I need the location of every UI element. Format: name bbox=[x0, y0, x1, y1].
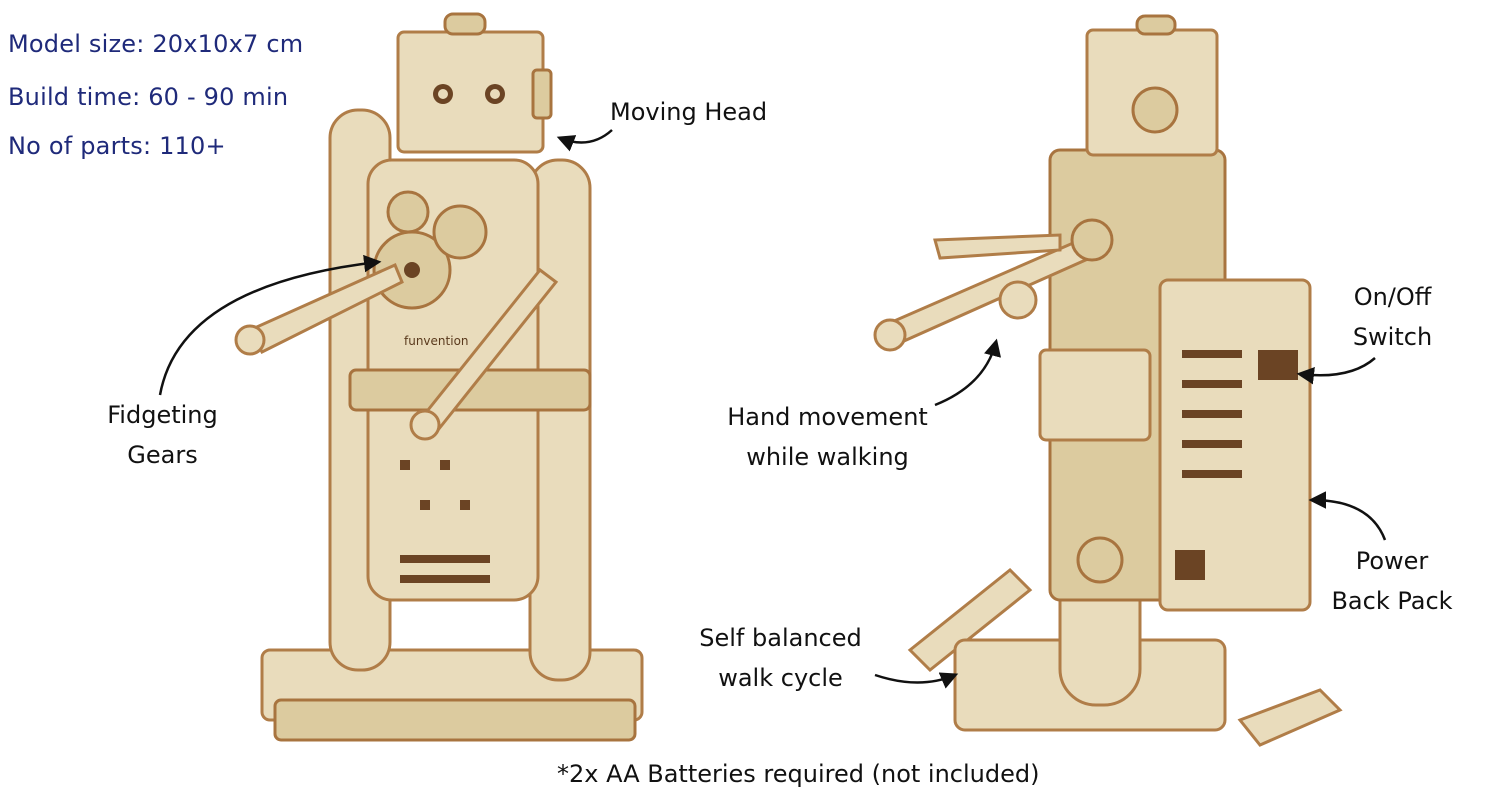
spec-build-time: Build time: 60 - 90 min bbox=[8, 83, 289, 111]
callout-hand-movement-line1: Hand movement bbox=[727, 403, 928, 431]
brand-label: funvention bbox=[404, 334, 469, 348]
callout-self-balanced-walk-line1: Self balanced bbox=[699, 624, 862, 652]
callout-on-off-switch-line2: Switch bbox=[1352, 323, 1433, 351]
callout-self-balanced-walk-line2: walk cycle bbox=[718, 664, 843, 692]
callout-self-balanced-walk: Self balanced walk cycle bbox=[688, 618, 873, 698]
callout-on-off-switch-line1: On/Off bbox=[1353, 283, 1432, 311]
robot-front-view: funvention bbox=[234, 12, 644, 742]
callout-hand-movement: Hand movement while walking bbox=[715, 397, 940, 477]
robot-rear-view bbox=[873, 14, 1343, 747]
callout-moving-head: Moving Head bbox=[610, 98, 768, 126]
callout-fidgeting-gears: Fidgeting Gears bbox=[95, 395, 230, 475]
callout-fidgeting-gears-line1: Fidgeting bbox=[107, 401, 218, 429]
callout-power-back-pack: Power Back Pack bbox=[1318, 541, 1466, 621]
spec-model-size: Model size: 20x10x7 cm bbox=[8, 30, 304, 58]
callout-on-off-switch: On/Off Switch bbox=[1335, 277, 1450, 357]
callout-power-back-pack-line2: Back Pack bbox=[1331, 587, 1453, 615]
spec-number-of-parts: No of parts: 110+ bbox=[8, 132, 226, 160]
callout-power-back-pack-line1: Power bbox=[1355, 547, 1429, 575]
battery-footnote: *2x AA Batteries required (not included) bbox=[557, 760, 1040, 788]
callout-fidgeting-gears-line2: Gears bbox=[127, 441, 198, 469]
callout-hand-movement-line2: while walking bbox=[746, 443, 909, 471]
